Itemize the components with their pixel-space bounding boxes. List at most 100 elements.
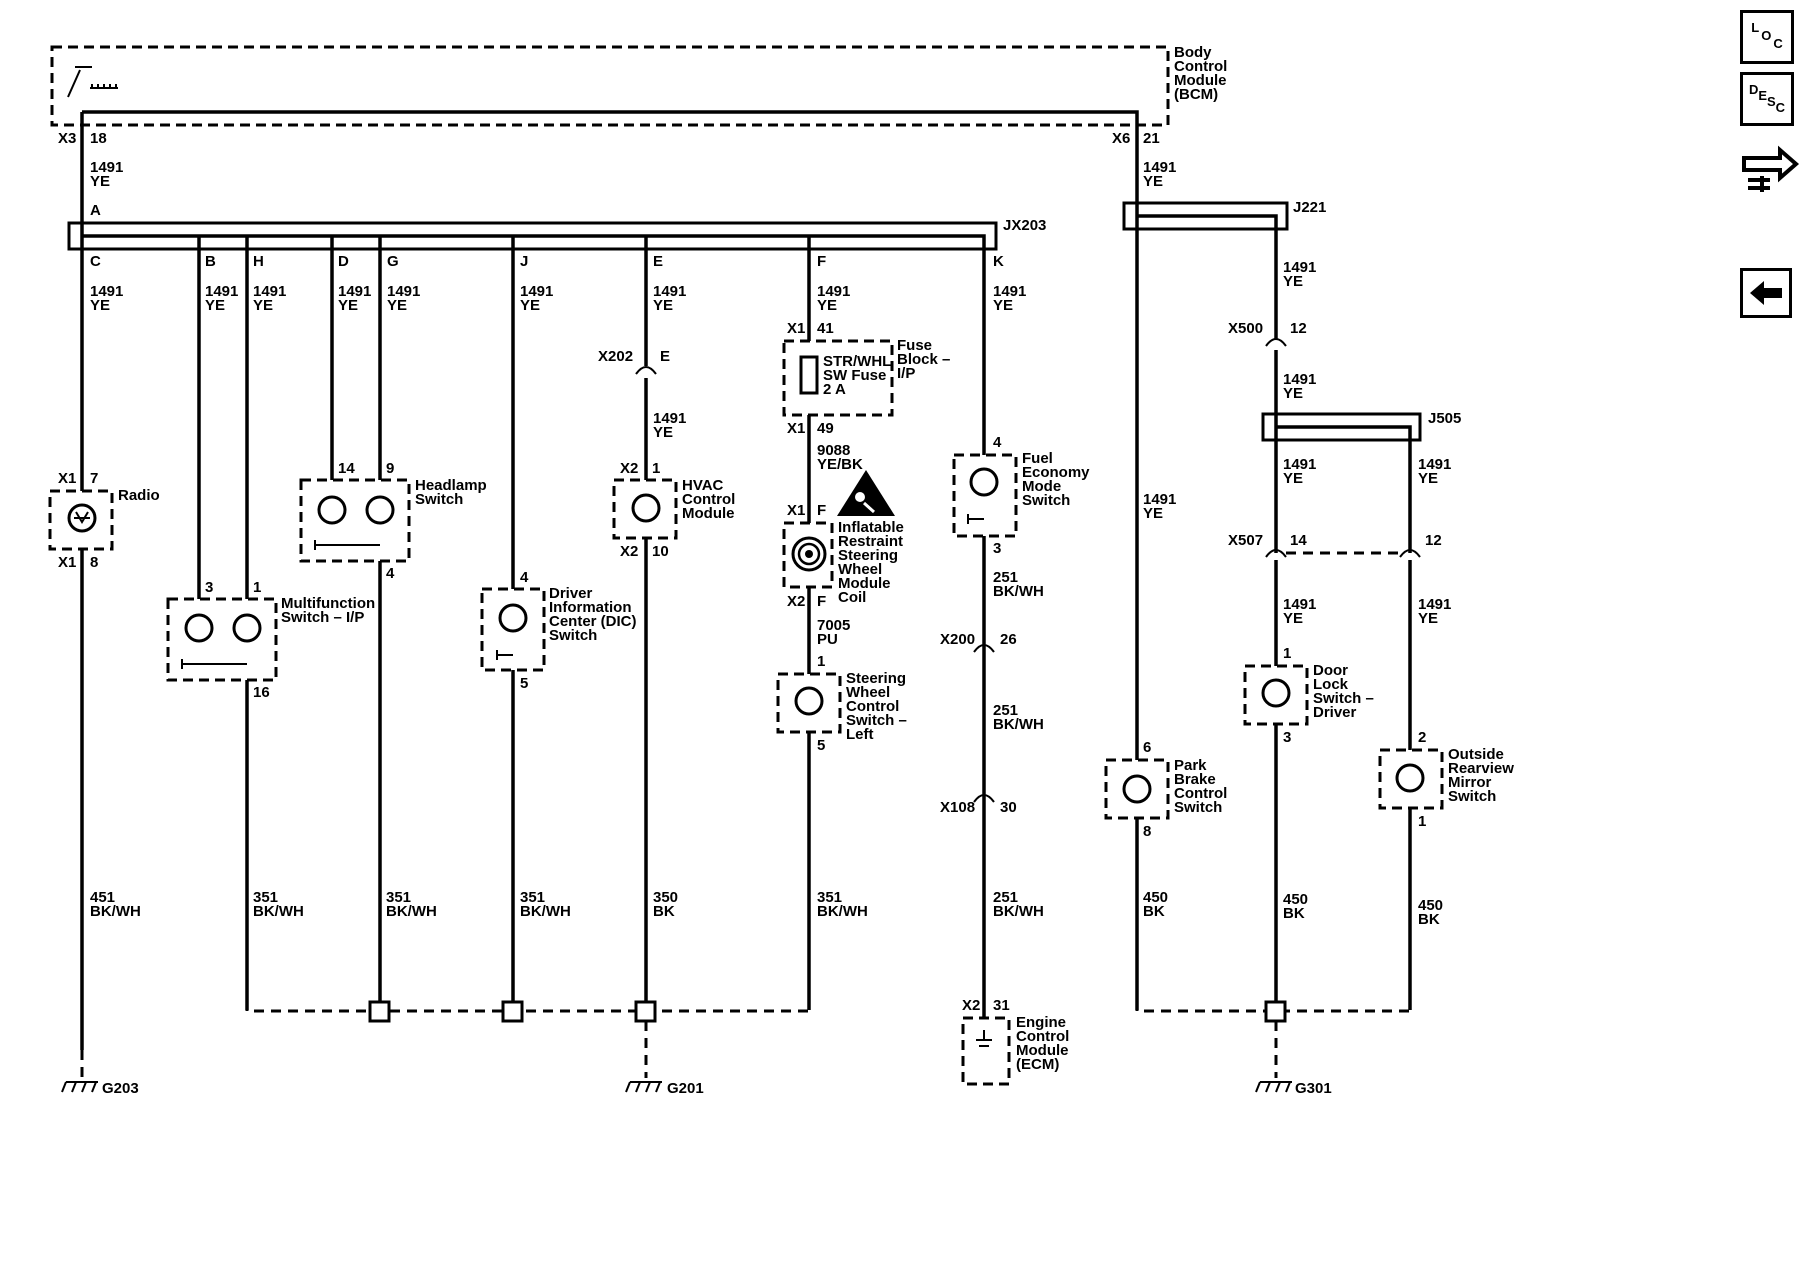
svg-text:14: 14 [338, 460, 355, 477]
svg-text:1491: 1491 [520, 283, 553, 300]
conn-x507: X507 [1228, 532, 1263, 549]
jx203-bar [82, 234, 986, 1010]
svg-text:16: 16 [253, 684, 270, 701]
svg-text:X200: X200 [940, 631, 975, 648]
svg-text:BK/WH: BK/WH [520, 903, 571, 920]
svg-text:BK/WH: BK/WH [993, 716, 1044, 733]
svg-text:H: H [253, 253, 264, 270]
j221-bar [1137, 214, 1278, 340]
svg-text:8: 8 [1143, 823, 1151, 840]
svg-text:J: J [520, 253, 528, 270]
wire-color: YE [1283, 385, 1303, 402]
wire-color: YE [1418, 470, 1438, 487]
svg-text:YE: YE [653, 297, 673, 314]
wire-code: 1491 [1418, 456, 1451, 473]
svg-text:1491: 1491 [338, 283, 371, 300]
svg-text:2: 2 [1418, 729, 1426, 746]
svg-text:1: 1 [1283, 645, 1291, 662]
jx203-pins: C B H D G J E F K [90, 253, 1004, 270]
svg-text:X1: X1 [787, 502, 805, 519]
svg-text:351: 351 [520, 889, 545, 906]
svg-text:7: 7 [90, 470, 98, 487]
svg-text:X1: X1 [787, 320, 805, 337]
multifunction-lamp-icon [181, 613, 262, 669]
connector-view-icon[interactable] [1740, 140, 1800, 198]
svg-text:F: F [817, 502, 826, 519]
svg-text:1491: 1491 [993, 283, 1026, 300]
svg-text:30: 30 [1000, 799, 1017, 816]
x108-connector [973, 794, 995, 803]
bcm-module-box [50, 45, 1170, 127]
j505-bar [1276, 425, 1412, 553]
svg-text:YE: YE [338, 297, 358, 314]
conn-j505: J505 [1428, 410, 1461, 427]
svg-text:351: 351 [817, 889, 842, 906]
svg-text:3: 3 [993, 540, 1001, 557]
wire-color: YE [1283, 273, 1303, 290]
svg-text:9: 9 [386, 460, 394, 477]
svg-text:BK/WH: BK/WH [90, 903, 141, 920]
wire-code: 1491 [90, 159, 123, 176]
svg-text:251: 251 [993, 889, 1018, 906]
svg-text:5: 5 [817, 737, 825, 754]
pin-A: A [90, 202, 101, 219]
wire-code: 1491 [1283, 259, 1316, 276]
airbag-warning-icon [837, 470, 895, 516]
ground-g203: G203 [102, 1080, 139, 1097]
wire-code: 1491 [1418, 596, 1451, 613]
svg-text:BK: BK [653, 903, 675, 920]
back-button[interactable] [1740, 268, 1792, 318]
ground-bus-g301 [1135, 950, 1412, 1013]
svg-text:1: 1 [652, 460, 660, 477]
svg-text:31: 31 [993, 997, 1010, 1014]
radio-label: Radio [118, 487, 160, 504]
svg-text:YE: YE [387, 297, 407, 314]
conn-j221: J221 [1293, 199, 1326, 216]
x507-connector-b [1399, 549, 1421, 558]
ground-g301: G301 [1295, 1080, 1332, 1097]
park-brake-box [1104, 758, 1170, 820]
svg-text:450: 450 [1418, 897, 1443, 914]
wire-color: YE [1283, 470, 1303, 487]
svg-text:350: 350 [653, 889, 678, 906]
bcm-switch-icon [67, 66, 118, 98]
loc-button[interactable]: L O C [1740, 10, 1794, 64]
ground-bus-g201 [245, 950, 811, 1013]
wire-color: YE [1283, 610, 1303, 627]
svg-text:351: 351 [253, 889, 278, 906]
svg-text:7005: 7005 [817, 617, 850, 634]
svg-text:YE: YE [993, 297, 1013, 314]
desc-button[interactable]: D E S C [1740, 72, 1794, 126]
svg-text:450: 450 [1143, 889, 1168, 906]
door-lamp-icon [1261, 678, 1291, 708]
svg-text:9088: 9088 [817, 442, 850, 459]
svg-text:1: 1 [1418, 813, 1426, 830]
svg-text:1491: 1491 [653, 410, 686, 427]
svg-text:X2: X2 [962, 997, 980, 1014]
svg-text:1491: 1491 [253, 283, 286, 300]
pin-21: 21 [1143, 130, 1160, 147]
ecm-ground-icon [976, 1030, 992, 1047]
ground-g203-icon [61, 1081, 98, 1093]
svg-text:X1: X1 [787, 420, 805, 437]
svg-text:BK/WH: BK/WH [993, 903, 1044, 920]
x202-connector [635, 366, 657, 375]
hvac-lamp-icon [631, 493, 661, 523]
pin-12: 12 [1290, 320, 1307, 337]
splice-pack [368, 1000, 391, 1023]
svg-text:F: F [817, 253, 826, 270]
svg-text:1: 1 [253, 579, 261, 596]
wire-code: 1491 [1283, 456, 1316, 473]
